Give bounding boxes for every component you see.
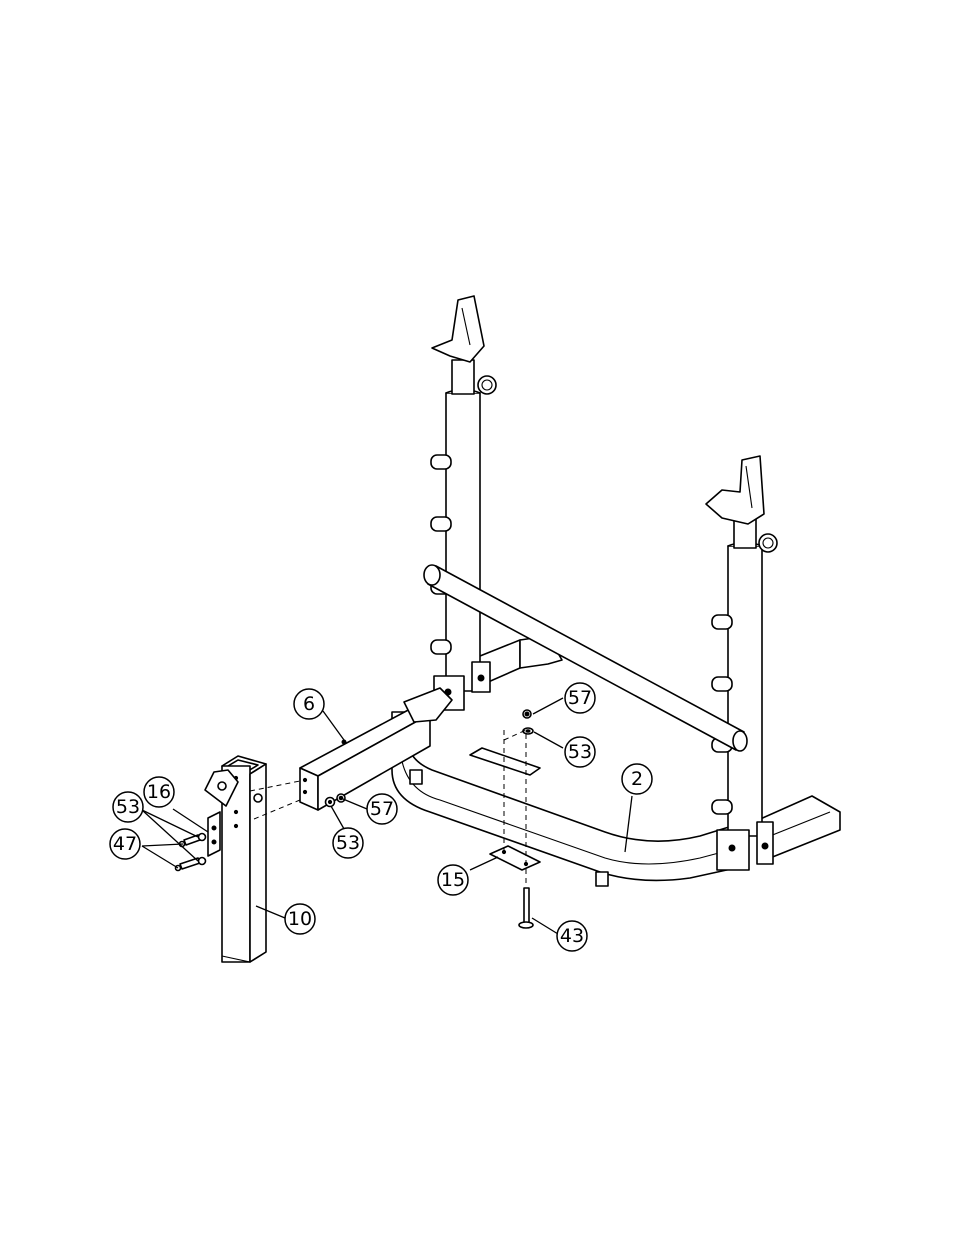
callout-label: 43 xyxy=(560,925,584,947)
left-upright xyxy=(431,296,496,710)
callout-2: 2 xyxy=(622,764,652,794)
callout-53-front: 53 xyxy=(113,792,143,822)
callout-53-middle: 53 xyxy=(333,828,363,858)
callout-label: 16 xyxy=(147,781,171,803)
callout-label: 53 xyxy=(336,832,360,854)
callout-label: 57 xyxy=(370,798,394,820)
bracket-plate xyxy=(208,812,220,856)
front-upright xyxy=(205,756,266,962)
callout-label: 47 xyxy=(113,833,137,855)
callout-label: 6 xyxy=(303,693,315,715)
callout-label: 15 xyxy=(441,869,465,891)
callout-47: 47 xyxy=(110,829,140,859)
callout-43: 43 xyxy=(557,921,587,951)
right-upright xyxy=(706,456,777,870)
callout-16: 16 xyxy=(144,777,174,807)
plate-and-bolt xyxy=(490,846,540,928)
callout-label: 57 xyxy=(568,687,592,709)
callout-53-top: 53 xyxy=(565,737,595,767)
callout-label: 53 xyxy=(116,796,140,818)
callout-15: 15 xyxy=(438,865,468,895)
callout-label: 2 xyxy=(631,768,643,790)
front-fasteners xyxy=(176,834,206,871)
callout-57-top: 57 xyxy=(565,683,595,713)
callout-label: 53 xyxy=(568,741,592,763)
callout-57-middle: 57 xyxy=(367,794,397,824)
callout-label: 10 xyxy=(288,908,312,930)
callout-10: 10 xyxy=(285,904,315,934)
callout-6: 6 xyxy=(294,689,324,719)
